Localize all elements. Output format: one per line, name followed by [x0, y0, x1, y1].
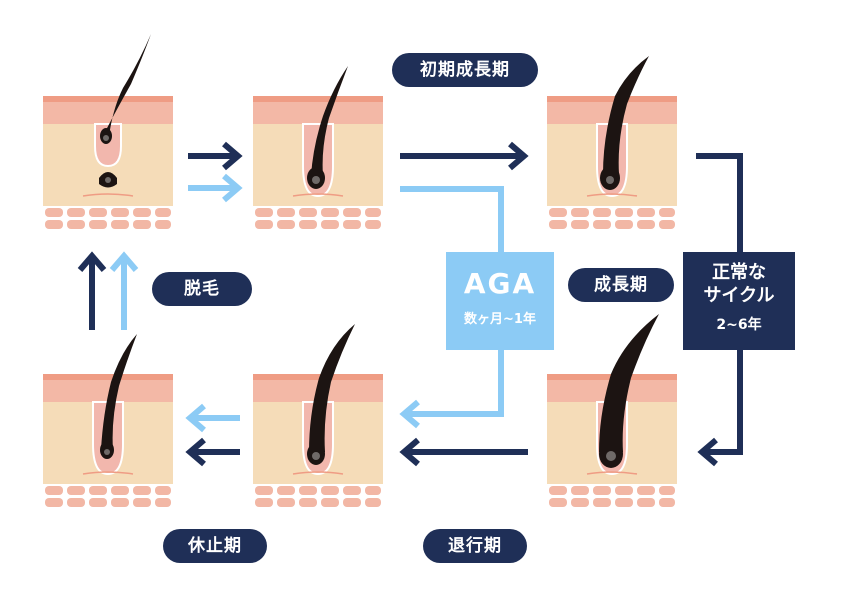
- normal-cycle-line2: サイクル: [703, 285, 775, 306]
- hair-strand: [311, 66, 348, 176]
- hair-strand: [309, 324, 355, 452]
- arrow-right-navy-1: [188, 141, 243, 171]
- label-shedding: 脱毛: [152, 272, 252, 306]
- normal-cycle-box: 正常な サイクル 2~6年: [683, 252, 795, 350]
- aga-duration: 数ヶ月~1年: [464, 312, 536, 327]
- hair-panel-catagen: [547, 314, 677, 510]
- hair-strand: [603, 56, 649, 174]
- hair-panel-shedding: [43, 34, 173, 232]
- label-anagen: 成長期: [568, 268, 674, 302]
- arrow-left-navy-1: [185, 437, 240, 467]
- normal-cycle-duration: 2~6年: [716, 317, 762, 333]
- arrow-up-light: [109, 251, 139, 330]
- normal-cycle-line1: 正常な: [712, 262, 766, 283]
- arrow-left-light-1: [185, 403, 240, 433]
- label-catagen: 退行期: [423, 529, 527, 563]
- hair-panel-telogen: [43, 334, 173, 510]
- hair-strand: [101, 334, 137, 450]
- hair-panel-telogen-2: [253, 324, 383, 510]
- hair-strand: [103, 34, 151, 136]
- arrow-right-light-1: [188, 173, 243, 203]
- arrow-up-navy: [77, 251, 107, 330]
- hair-panel-early-anagen: [253, 66, 383, 232]
- label-early-anagen: 初期成長期: [392, 53, 538, 87]
- hair-strand: [599, 314, 659, 452]
- label-telogen: 休止期: [163, 529, 267, 563]
- aga-box: AGA 数ヶ月~1年: [446, 252, 554, 350]
- arrow-right-navy-2: [400, 141, 529, 171]
- arrow-left-navy-2: [399, 437, 528, 467]
- hair-panel-anagen: [547, 56, 677, 232]
- aga-title: AGA: [463, 267, 537, 300]
